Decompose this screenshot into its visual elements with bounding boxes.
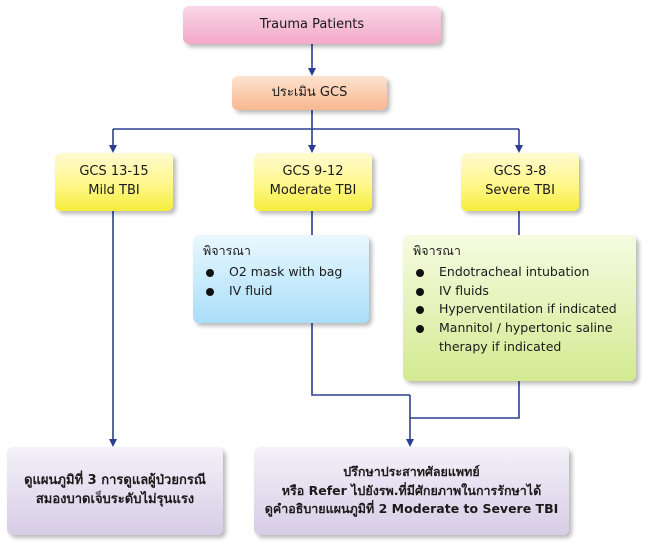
list-item: Mannitol / hypertonic saline therapy if … bbox=[413, 319, 626, 357]
moderate-tbi-box: GCS 9-12 Moderate TBI bbox=[254, 153, 372, 211]
list-item-text: IV fluids bbox=[439, 282, 489, 298]
bullet-icon bbox=[206, 287, 214, 296]
mild-plan-box: ดูแผนภูมิที่ 3 การดูแลผู้ป่วยกรณี สมองบา… bbox=[7, 447, 223, 535]
mild-plan-line-2: สมองบาดเจ็บระดับไม่รุนแรง bbox=[35, 492, 195, 507]
mild-tbi-box: GCS 13-15 Mild TBI bbox=[55, 153, 173, 211]
severe-consider-list: Endotracheal intubation IV fluids Hyperv… bbox=[413, 263, 626, 357]
consult-box: ปรึกษาประสาทศัลยแพทย์ หรือ Refer ไปยังรพ… bbox=[254, 447, 569, 535]
severe-consider-box: พิจารณา Endotracheal intubation IV fluid… bbox=[403, 235, 636, 381]
list-item-text: IV fluid bbox=[229, 282, 273, 298]
severe-tbi-box: GCS 3-8 Severe TBI bbox=[461, 153, 579, 211]
list-item-text: Hyperventilation if indicated bbox=[439, 301, 617, 317]
moderate-consider-box: พิจารณา O2 mask with bag IV fluid bbox=[193, 235, 369, 323]
trauma-patients-box: Trauma Patients bbox=[183, 6, 441, 44]
moderate-consider-list: O2 mask with bag IV fluid bbox=[203, 263, 359, 301]
moderate-tbi-label: Moderate TBI bbox=[269, 183, 357, 198]
list-item: Endotracheal intubation bbox=[413, 263, 626, 282]
consult-line-1: ปรึกษาประสาทศัลยแพทย์ bbox=[343, 463, 480, 479]
severe-gcs-range: GCS 3-8 bbox=[493, 164, 547, 180]
mild-plan-line-1: ดูแผนภูมิที่ 3 การดูแลผู้ป่วยกรณี bbox=[24, 473, 206, 489]
line-severe-consider-down bbox=[410, 381, 520, 419]
trauma-patients-label: Trauma Patients bbox=[259, 16, 365, 32]
severe-tbi-label: Severe TBI bbox=[485, 183, 555, 198]
bullet-icon bbox=[206, 268, 214, 277]
consult-line-3: ดูคำอธิบายแผนภูมิที่ 2 Moderate to Sever… bbox=[264, 501, 559, 517]
line-moderate-consider-down bbox=[311, 323, 410, 396]
mild-tbi-label: Mild TBI bbox=[88, 183, 140, 198]
list-item: IV fluid bbox=[203, 282, 359, 301]
moderate-gcs-range: GCS 9-12 bbox=[282, 164, 344, 180]
bullet-icon bbox=[416, 287, 424, 296]
list-item: IV fluids bbox=[413, 282, 626, 301]
gcs-assessment-box: ประเมิน GCS bbox=[232, 76, 387, 110]
gcs-assessment-label: ประเมิน GCS bbox=[271, 84, 348, 100]
list-item-text: Mannitol / hypertonic saline therapy if … bbox=[439, 320, 613, 354]
severe-consider-heading: พิจารณา bbox=[413, 243, 461, 258]
bullet-icon bbox=[416, 306, 424, 315]
list-item: Hyperventilation if indicated bbox=[413, 300, 626, 319]
consult-line-2: หรือ Refer ไปยังรพ.ที่มีศักยภาพในการรักษ… bbox=[281, 482, 542, 498]
list-item-text: Endotracheal intubation bbox=[439, 263, 590, 279]
list-item-text: O2 mask with bag bbox=[229, 263, 343, 279]
list-item: O2 mask with bag bbox=[203, 263, 359, 282]
bullet-icon bbox=[416, 325, 424, 333]
moderate-consider-heading: พิจารณา bbox=[203, 243, 251, 258]
mild-gcs-range: GCS 13-15 bbox=[79, 164, 149, 180]
bullet-icon bbox=[416, 268, 424, 277]
